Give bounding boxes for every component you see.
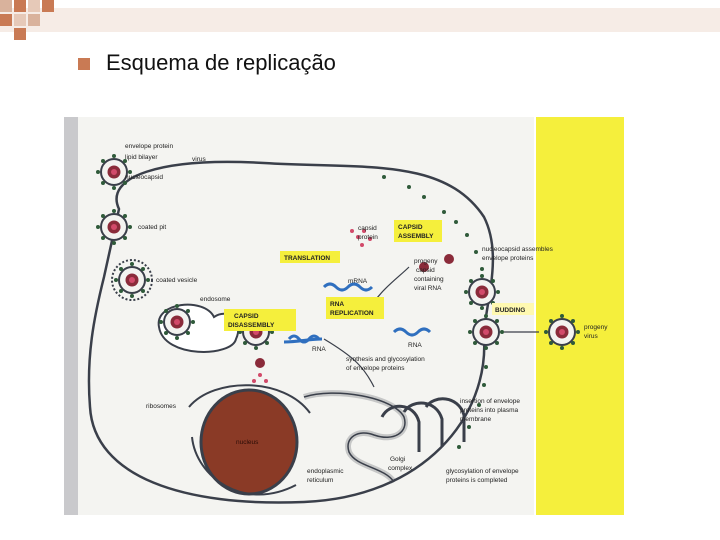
label-golgi-2: complex [388, 465, 413, 472]
label-progeny-virus-2: virus [584, 333, 598, 340]
label-translation: TRANSLATION [284, 255, 330, 262]
label-synthesis-2: of envelope proteins [346, 365, 405, 372]
label-coated-pit: coated pit [138, 224, 166, 231]
translation-box [280, 251, 340, 263]
label-er-2: reticulum [307, 477, 333, 484]
label-envelope-protein: envelope protein [125, 143, 173, 150]
outside-cell-highlight [536, 117, 624, 515]
capsid-protein-dots [252, 229, 372, 383]
virus-replication-diagram: envelope protein lipid bilayer virus nuc… [64, 117, 624, 515]
label-glyco-2: proteins is completed [446, 477, 508, 484]
label-progeny-1: progeny [414, 258, 438, 265]
label-golgi-1: Golgi [390, 456, 405, 463]
label-capsid-protein-1: capsid [358, 225, 377, 232]
corner-decoration [0, 0, 720, 40]
label-rna-left: RNA [312, 346, 326, 353]
label-capsid-disassembly-2: DISASSEMBLY [228, 322, 275, 329]
label-er-1: endoplasmic [307, 468, 344, 475]
label-insertion-2: proteins into plasma [460, 407, 519, 414]
label-capsid-disassembly-1: CAPSID [234, 313, 259, 320]
label-nucleocapsid: nucleocapsid [125, 174, 163, 181]
coated-vesicle [111, 259, 153, 301]
label-nucleus: nucleus [236, 439, 259, 446]
label-nc-assembles-1: nucleocapsid assembles [482, 246, 554, 253]
label-capsid-protein-2: protein [358, 234, 378, 241]
label-progeny-3: containing [414, 276, 444, 283]
budding-box [492, 303, 534, 315]
label-capsid-assembly-1: CAPSID [398, 224, 423, 231]
label-glyco-1: glycosylation of envelope [446, 468, 519, 475]
label-virus: virus [192, 156, 206, 163]
capsid-assembly-box [394, 220, 442, 242]
label-rna-right: RNA [408, 342, 422, 349]
label-ribosomes: ribosomes [146, 403, 177, 410]
label-nc-assembles-2: envelope proteins [482, 255, 534, 262]
label-progeny-2: capsid [416, 267, 435, 274]
label-insertion-3: membrane [460, 416, 491, 423]
plasma-membrane [87, 160, 495, 504]
label-progeny-4: viral RNA [414, 285, 442, 292]
golgi-complex [380, 397, 466, 452]
label-budding: BUDDING [495, 307, 525, 314]
label-rna-replication-1: RNA [330, 301, 344, 308]
label-progeny-virus-1: progeny [584, 324, 608, 331]
capsid-core [255, 358, 265, 368]
label-endosome: endosome [200, 296, 231, 303]
label-mrna: mRNA [348, 278, 368, 285]
slide-title: Esquema de replicação [106, 50, 336, 75]
label-insertion-1: insertion of envelope [460, 398, 520, 405]
label-rna-replication-2: REPLICATION [330, 310, 374, 317]
label-capsid-assembly-2: ASSEMBLY [398, 233, 434, 240]
capsid-disassembly-box [224, 309, 296, 331]
label-lipid-bilayer: lipid bilayer [125, 154, 158, 161]
rna-strand [287, 334, 321, 344]
label-synthesis-1: synthesis and glycosylation [346, 356, 425, 363]
label-coated-vesicle: coated vesicle [156, 277, 198, 284]
square-bullet-icon [78, 58, 90, 70]
rna-replication-box [326, 297, 384, 319]
